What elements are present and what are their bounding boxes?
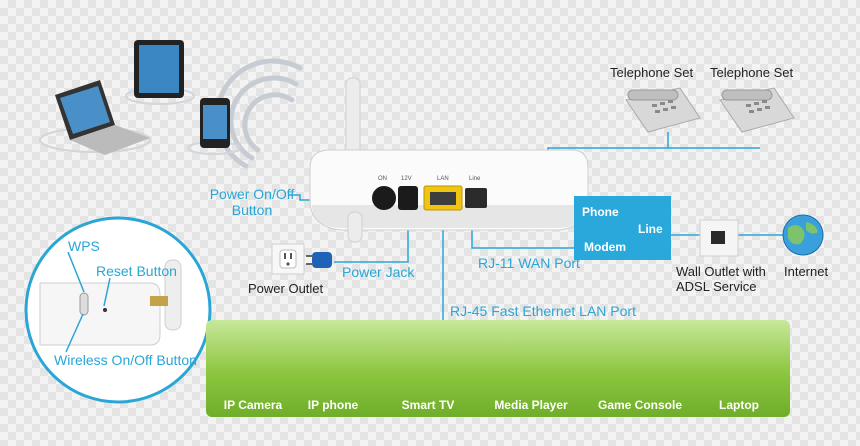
router-device-icon	[309, 77, 589, 243]
internet-globe-icon	[782, 214, 824, 256]
label-telephone-set-1: Telephone Set	[610, 65, 694, 80]
device-label-smart-tv: Smart TV	[401, 398, 455, 412]
modem-label-phone: Phone	[582, 205, 619, 219]
smartphone-icon	[187, 98, 241, 155]
label-wireless-button: Wireless On/Off Button	[54, 352, 197, 368]
modem-label-modem: Modem	[584, 240, 626, 254]
device-label-game-console: Game Console	[597, 398, 683, 412]
wall-outlet-icon	[699, 219, 739, 257]
line-reset	[103, 277, 111, 307]
device-label-media-player: Media Player	[494, 398, 568, 412]
power-plug-icon	[306, 252, 332, 268]
router-side-zoom-icon	[24, 216, 212, 404]
label-wall-outlet: Wall Outlet with ADSL Service	[676, 264, 766, 294]
label-power-button: Power On/Off Button	[209, 186, 295, 218]
port-label-12v: 12V	[401, 176, 412, 182]
label-rj45-lan-port: RJ-45 Fast Ethernet LAN Port	[450, 303, 636, 319]
power-outlet-icon	[271, 243, 305, 275]
device-label-ip-camera: IP Camera	[223, 398, 283, 412]
line-wireless	[65, 313, 84, 353]
device-label-laptop: Laptop	[719, 398, 759, 412]
port-label-line: Line	[469, 176, 481, 182]
lan-devices-bar	[206, 320, 790, 417]
label-telephone-set-2: Telephone Set	[710, 65, 794, 80]
port-label-lan: LAN	[437, 176, 449, 182]
device-label-ip-phone: IP phone	[307, 398, 359, 412]
label-wps: WPS	[68, 238, 100, 254]
label-reset-button: Reset Button	[96, 263, 177, 279]
telephone-set-icon-2	[719, 87, 795, 133]
label-internet: Internet	[784, 264, 829, 279]
modem-label-line: Line	[638, 222, 663, 236]
phone-line-modem-box: Phone Line Modem	[574, 196, 671, 260]
label-power-outlet: Power Outlet	[248, 281, 324, 296]
label-power-jack: Power Jack	[342, 264, 415, 280]
laptop-icon	[39, 80, 151, 155]
telephone-set-icon-1	[625, 87, 701, 133]
line-wps	[67, 251, 85, 293]
tablet-icon	[125, 40, 195, 105]
port-label-on: ON	[378, 176, 387, 182]
label-rj11-wan-port: RJ-11 WAN Port	[478, 255, 580, 271]
